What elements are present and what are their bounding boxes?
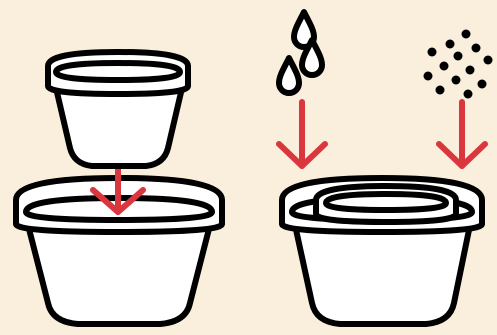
soil-dots-icon	[424, 30, 493, 99]
small-pot-icon	[48, 52, 188, 166]
nested-pots-icon	[282, 178, 482, 324]
water-drops-icon	[279, 12, 322, 93]
down-arrow-icon	[439, 102, 485, 166]
down-arrow-icon	[279, 102, 325, 166]
